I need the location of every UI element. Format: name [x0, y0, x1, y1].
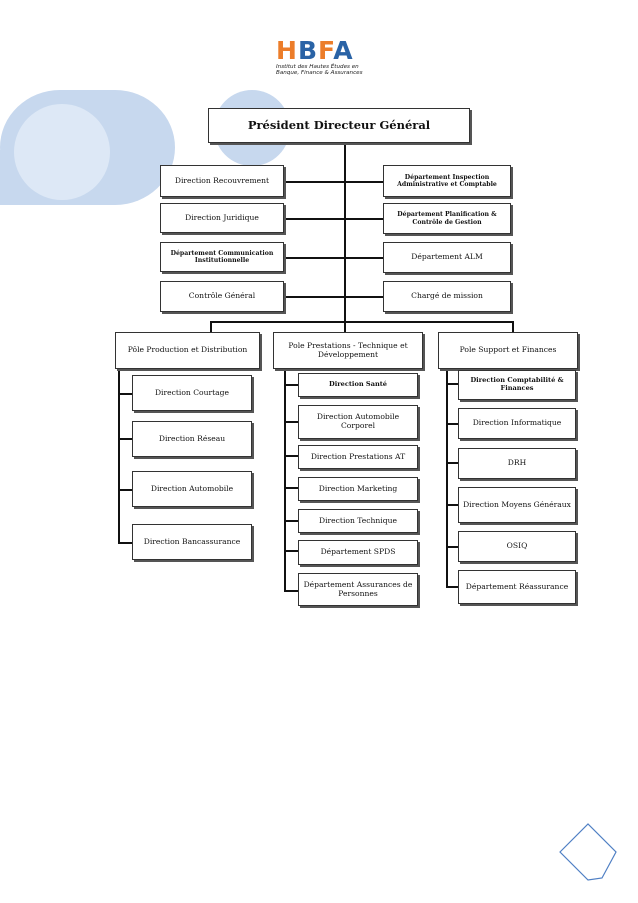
staff-left-box: Département Communication Institutionnel… — [160, 242, 284, 272]
president-box: Président Directeur Général — [208, 108, 470, 143]
staff-right-box: Département Planification & Contrôle de … — [383, 203, 511, 234]
unit-box: Département Réassurance — [458, 570, 576, 604]
unit-box: Direction Courtage — [132, 375, 252, 411]
logo-letter-a: A — [333, 36, 354, 65]
logo-letter-f: F — [318, 36, 334, 65]
staff-left-box: Direction Recouvrement — [160, 165, 284, 197]
unit-box: DRH — [458, 448, 576, 479]
logo-letter-b: B — [297, 36, 318, 65]
staff-right-box: Département Inspection Administrative et… — [383, 165, 511, 197]
unit-box: OSIQ — [458, 531, 576, 562]
hbfa-logo: HBFA — [276, 38, 354, 63]
staff-right-box: Département ALM — [383, 242, 511, 273]
logo-letter-h: H — [276, 36, 298, 65]
decorative-circles — [0, 90, 290, 205]
unit-box: Direction Prestations AT — [298, 445, 418, 469]
unit-box: Direction Marketing — [298, 477, 418, 501]
unit-box: Direction Moyens Généraux — [458, 487, 576, 523]
staff-left-box: Contrôle Général — [160, 281, 284, 312]
unit-box: Direction Technique — [298, 509, 418, 533]
pole-header-box: Pole Support et Finances — [438, 332, 578, 369]
logo-subtitle: Institut des Hautes Études en Banque, Fi… — [276, 64, 386, 77]
logo-subtitle-line2: Banque, Finance & Assurances — [276, 70, 363, 77]
corner-diamond-icon — [559, 823, 617, 881]
unit-box: Département Assurances de Personnes — [298, 573, 418, 606]
pole-header-box: Pôle Production et Distribution — [115, 332, 260, 369]
unit-box: Direction Réseau — [132, 421, 252, 457]
pole-header-box: Pole Prestations - Technique et Développ… — [273, 332, 423, 369]
unit-box: Direction Bancassurance — [132, 524, 252, 560]
logo-subtitle-line1: Institut des Hautes Études en — [276, 64, 359, 70]
staff-right-box: Chargé de mission — [383, 281, 511, 312]
staff-left-box: Direction Juridique — [160, 203, 284, 233]
unit-box: Direction Comptabilité & Finances — [458, 370, 576, 400]
unit-box: Direction Automobile — [132, 471, 252, 507]
unit-box: Direction Automobile Corporel — [298, 405, 418, 439]
unit-box: Direction Santé — [298, 373, 418, 397]
unit-box: Département SPDS — [298, 540, 418, 565]
unit-box: Direction Informatique — [458, 408, 576, 439]
